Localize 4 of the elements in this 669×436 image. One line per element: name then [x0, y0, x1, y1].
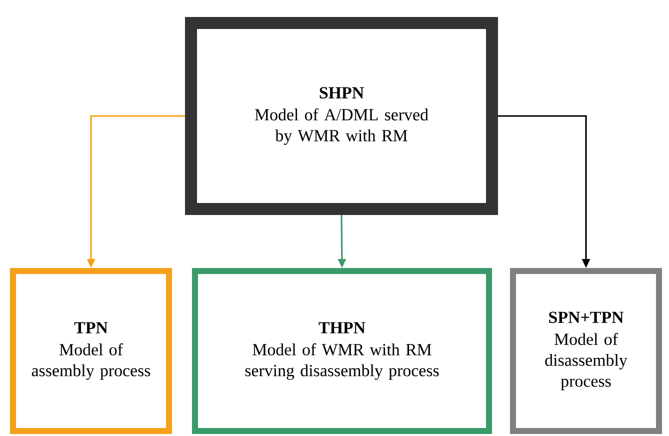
- model-box: TPN Model of assembly process: [10, 268, 172, 434]
- model-box: THPN Model of WMR with RM serving disassembly process: [192, 268, 492, 434]
- model-box: SHPN Model of A/DML served by WMR with RM: [185, 17, 498, 215]
- model-box: SPN+TPN Model of disassembly process: [510, 268, 662, 434]
